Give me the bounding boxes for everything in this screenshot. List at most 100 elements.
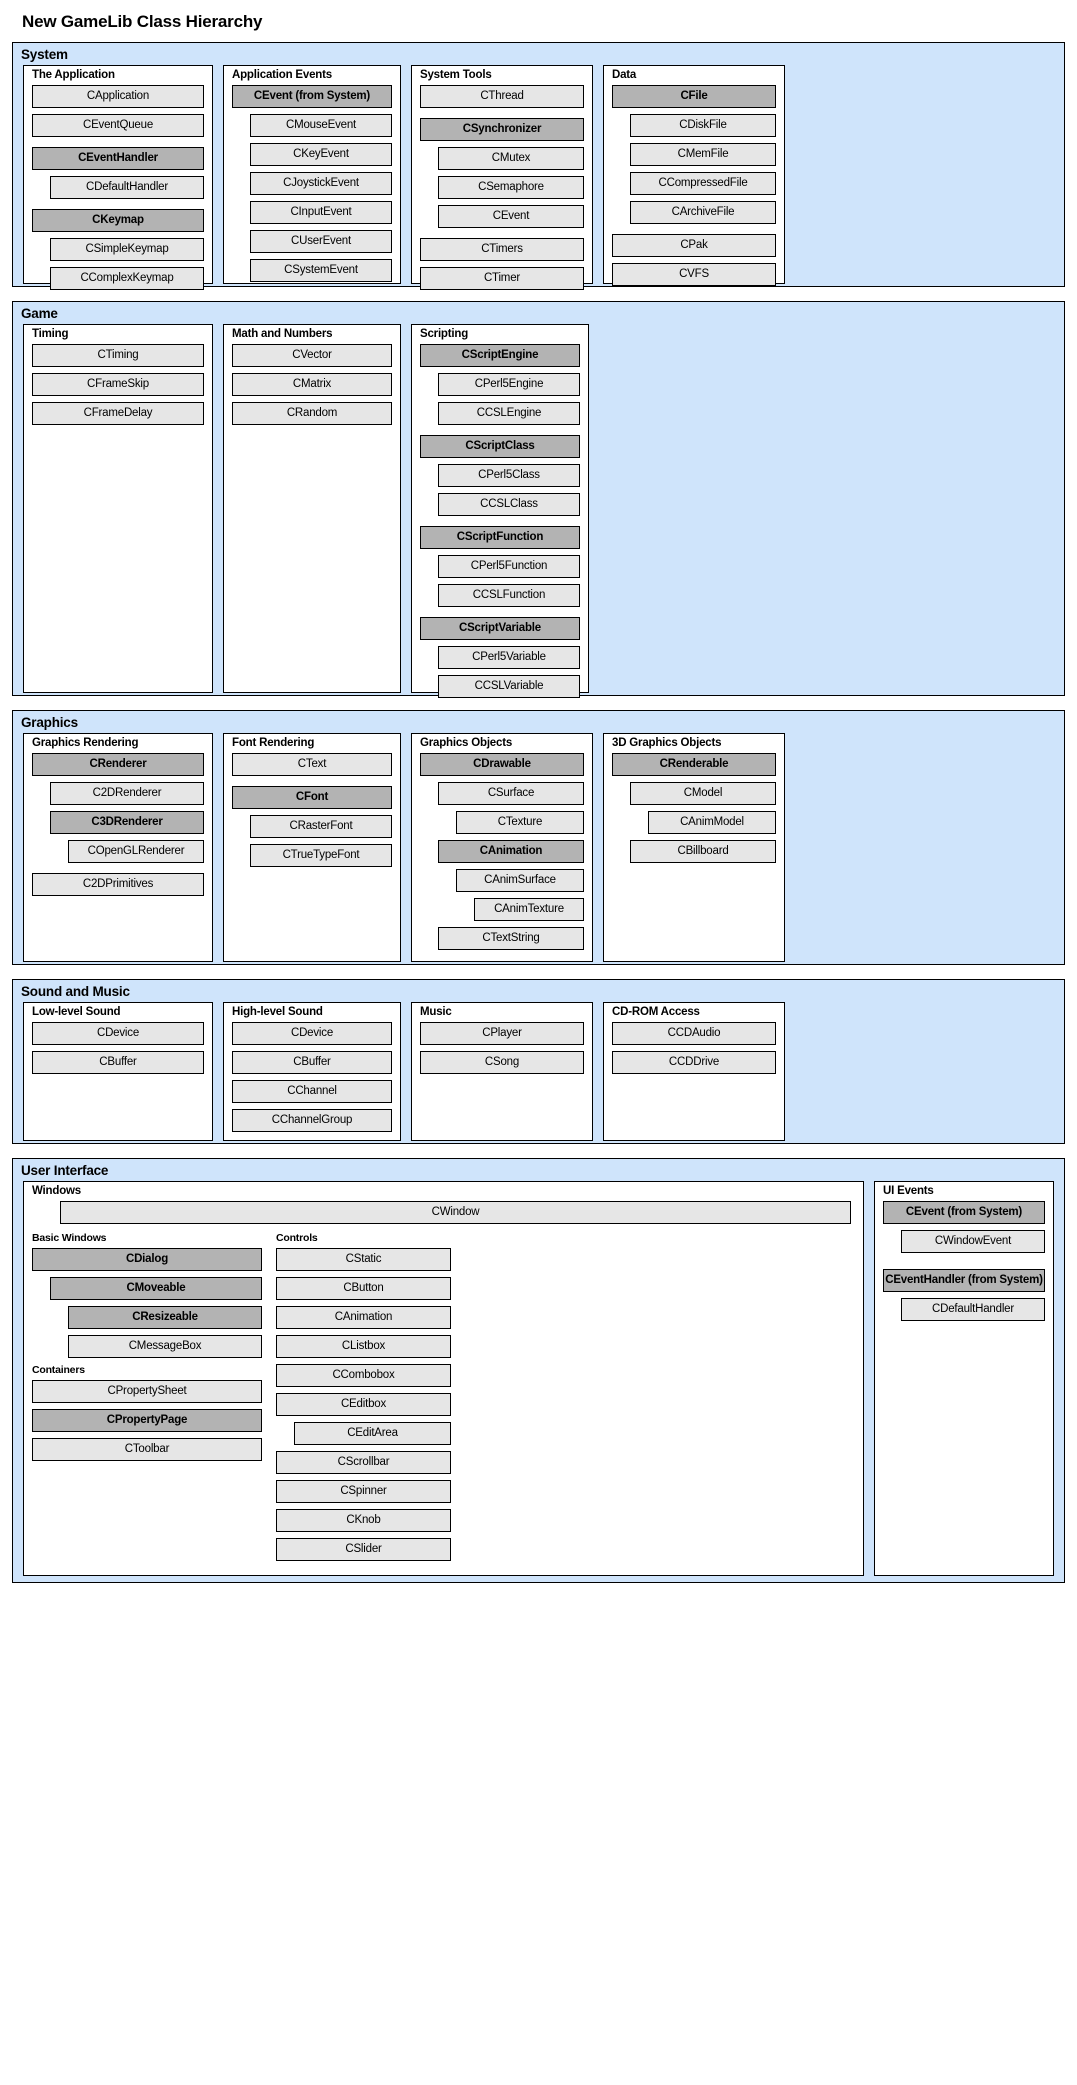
class-box-cpropertysheet[interactable]: CPropertySheet [32,1380,262,1403]
class-box-cslider[interactable]: CSlider [276,1538,451,1561]
class-box-ctextstring[interactable]: CTextString [438,927,584,950]
class-box-crenderable[interactable]: CRenderable [612,753,776,776]
class-box-cpropertypage[interactable]: CPropertyPage [32,1409,262,1432]
class-box-cdiskfile[interactable]: CDiskFile [630,114,776,137]
class-box-csystemevent[interactable]: CSystemEvent [250,259,392,282]
class-box-cspinner[interactable]: CSpinner [276,1480,451,1503]
class-box-cevent[interactable]: CEvent [438,205,584,228]
class-box-cmouseevent[interactable]: CMouseEvent [250,114,392,137]
class-box-crasterfont[interactable]: CRasterFont [250,815,392,838]
class-box-capplication[interactable]: CApplication [32,85,204,108]
class-box-cbuffer[interactable]: CBuffer [32,1051,204,1074]
class-box-canimation[interactable]: CAnimation [276,1306,451,1329]
class-box-crenderer[interactable]: CRenderer [32,753,204,776]
class-box-ceventhandler[interactable]: CEventHandler [32,147,204,170]
class-box-cdevice[interactable]: CDevice [32,1022,204,1045]
class-box-cscrollbar[interactable]: CScrollbar [276,1451,451,1474]
class-box-cthread[interactable]: CThread [420,85,584,108]
class-box-cframeskip[interactable]: CFrameSkip [32,373,204,396]
class-box-ctext[interactable]: CText [232,753,392,776]
class-box-csong[interactable]: CSong [420,1051,584,1074]
class-box-cwindow[interactable]: CWindow [60,1201,851,1224]
class-box-cdialog[interactable]: CDialog [32,1248,262,1271]
class-box-c3drenderer[interactable]: C3DRenderer [50,811,204,834]
class-box-c2dprimitives[interactable]: C2DPrimitives [32,873,204,896]
class-box-ccslclass[interactable]: CCSLClass [438,493,580,516]
class-box-cdefaulthandler[interactable]: CDefaultHandler [901,1298,1045,1321]
class-box-ctimer[interactable]: CTimer [420,267,584,290]
class-box-clistbox[interactable]: CListbox [276,1335,451,1358]
class-box-ckeyevent[interactable]: CKeyEvent [250,143,392,166]
class-box-ccddrive[interactable]: CCDDrive [612,1051,776,1074]
class-box-cevent-from-system[interactable]: CEvent (from System) [232,85,392,108]
class-box-canimation[interactable]: CAnimation [438,840,584,863]
class-box-ctruetypefont[interactable]: CTrueTypeFont [250,844,392,867]
class-box-cdrawable[interactable]: CDrawable [420,753,584,776]
class-box-cmemfile[interactable]: CMemFile [630,143,776,166]
class-box-cfile[interactable]: CFile [612,85,776,108]
class-box-ccslfunction[interactable]: CCSLFunction [438,584,580,607]
class-box-cbuffer[interactable]: CBuffer [232,1051,392,1074]
class-box-c2drenderer[interactable]: C2DRenderer [50,782,204,805]
class-box-ccslengine[interactable]: CCSLEngine [438,402,580,425]
class-box-cfont[interactable]: CFont [232,786,392,809]
class-box-cframedelay[interactable]: CFrameDelay [32,402,204,425]
class-box-cuserevent[interactable]: CUserEvent [250,230,392,253]
class-box-cwindowevent[interactable]: CWindowEvent [901,1230,1045,1253]
class-box-ceditarea[interactable]: CEditArea [294,1422,451,1445]
class-box-carchivefile[interactable]: CArchiveFile [630,201,776,224]
class-box-csurface[interactable]: CSurface [438,782,584,805]
class-box-cjoystickevent[interactable]: CJoystickEvent [250,172,392,195]
class-box-ceventqueue[interactable]: CEventQueue [32,114,204,137]
class-box-cmessagebox[interactable]: CMessageBox [68,1335,262,1358]
class-box-ctiming[interactable]: CTiming [32,344,204,367]
class-box-cbillboard[interactable]: CBillboard [630,840,776,863]
class-box-cevent-from-system[interactable]: CEvent (from System) [883,1201,1045,1224]
class-box-cknob[interactable]: CKnob [276,1509,451,1532]
class-box-cresizeable[interactable]: CResizeable [68,1306,262,1329]
class-box-cbutton[interactable]: CButton [276,1277,451,1300]
class-box-cchannel[interactable]: CChannel [232,1080,392,1103]
class-box-cmodel[interactable]: CModel [630,782,776,805]
class-box-cdefaulthandler[interactable]: CDefaultHandler [50,176,204,199]
class-box-ceventhandler-from-system[interactable]: CEventHandler (from System) [883,1269,1045,1292]
class-box-canimmodel[interactable]: CAnimModel [648,811,776,834]
class-box-ctoolbar[interactable]: CToolbar [32,1438,262,1461]
class-box-crandom[interactable]: CRandom [232,402,392,425]
class-box-cvector[interactable]: CVector [232,344,392,367]
class-box-cperl5variable[interactable]: CPerl5Variable [438,646,580,669]
class-box-csynchronizer[interactable]: CSynchronizer [420,118,584,141]
class-box-cstatic[interactable]: CStatic [276,1248,451,1271]
class-box-ccompressedfile[interactable]: CCompressedFile [630,172,776,195]
class-box-cdevice[interactable]: CDevice [232,1022,392,1045]
class-box-ccdaudio[interactable]: CCDAudio [612,1022,776,1045]
class-box-cplayer[interactable]: CPlayer [420,1022,584,1045]
class-box-ccslvariable[interactable]: CCSLVariable [438,675,580,698]
class-box-ccombobox[interactable]: CCombobox [276,1364,451,1387]
class-box-ceditbox[interactable]: CEditbox [276,1393,451,1416]
class-box-cmatrix[interactable]: CMatrix [232,373,392,396]
class-box-ctexture[interactable]: CTexture [456,811,584,834]
class-box-cvfs[interactable]: CVFS [612,263,776,286]
class-box-canimtexture[interactable]: CAnimTexture [474,898,584,921]
class-box-ccomplexkeymap[interactable]: CComplexKeymap [50,267,204,290]
class-box-csemaphore[interactable]: CSemaphore [438,176,584,199]
class-box-cscriptvariable[interactable]: CScriptVariable [420,617,580,640]
class-box-cchannelgroup[interactable]: CChannelGroup [232,1109,392,1132]
class-box-canimsurface[interactable]: CAnimSurface [456,869,584,892]
class-box-csimplekeymap[interactable]: CSimpleKeymap [50,238,204,261]
class-box-ctimers[interactable]: CTimers [420,238,584,261]
class-box-cmutex[interactable]: CMutex [438,147,584,170]
class-box-cpak[interactable]: CPak [612,234,776,257]
class-box-copenglrenderer[interactable]: COpenGLRenderer [68,840,204,863]
class-box-ckeymap[interactable]: CKeymap [32,209,204,232]
class-box-cperl5class[interactable]: CPerl5Class [438,464,580,487]
class-label: CAnimTexture [494,903,564,915]
class-box-cinputevent[interactable]: CInputEvent [250,201,392,224]
class-box-cmoveable[interactable]: CMoveable [50,1277,262,1300]
class-box-cscriptfunction[interactable]: CScriptFunction [420,526,580,549]
class-box-cperl5function[interactable]: CPerl5Function [438,555,580,578]
class-box-cscriptclass[interactable]: CScriptClass [420,435,580,458]
class-box-cperl5engine[interactable]: CPerl5Engine [438,373,580,396]
class-box-cscriptengine[interactable]: CScriptEngine [420,344,580,367]
